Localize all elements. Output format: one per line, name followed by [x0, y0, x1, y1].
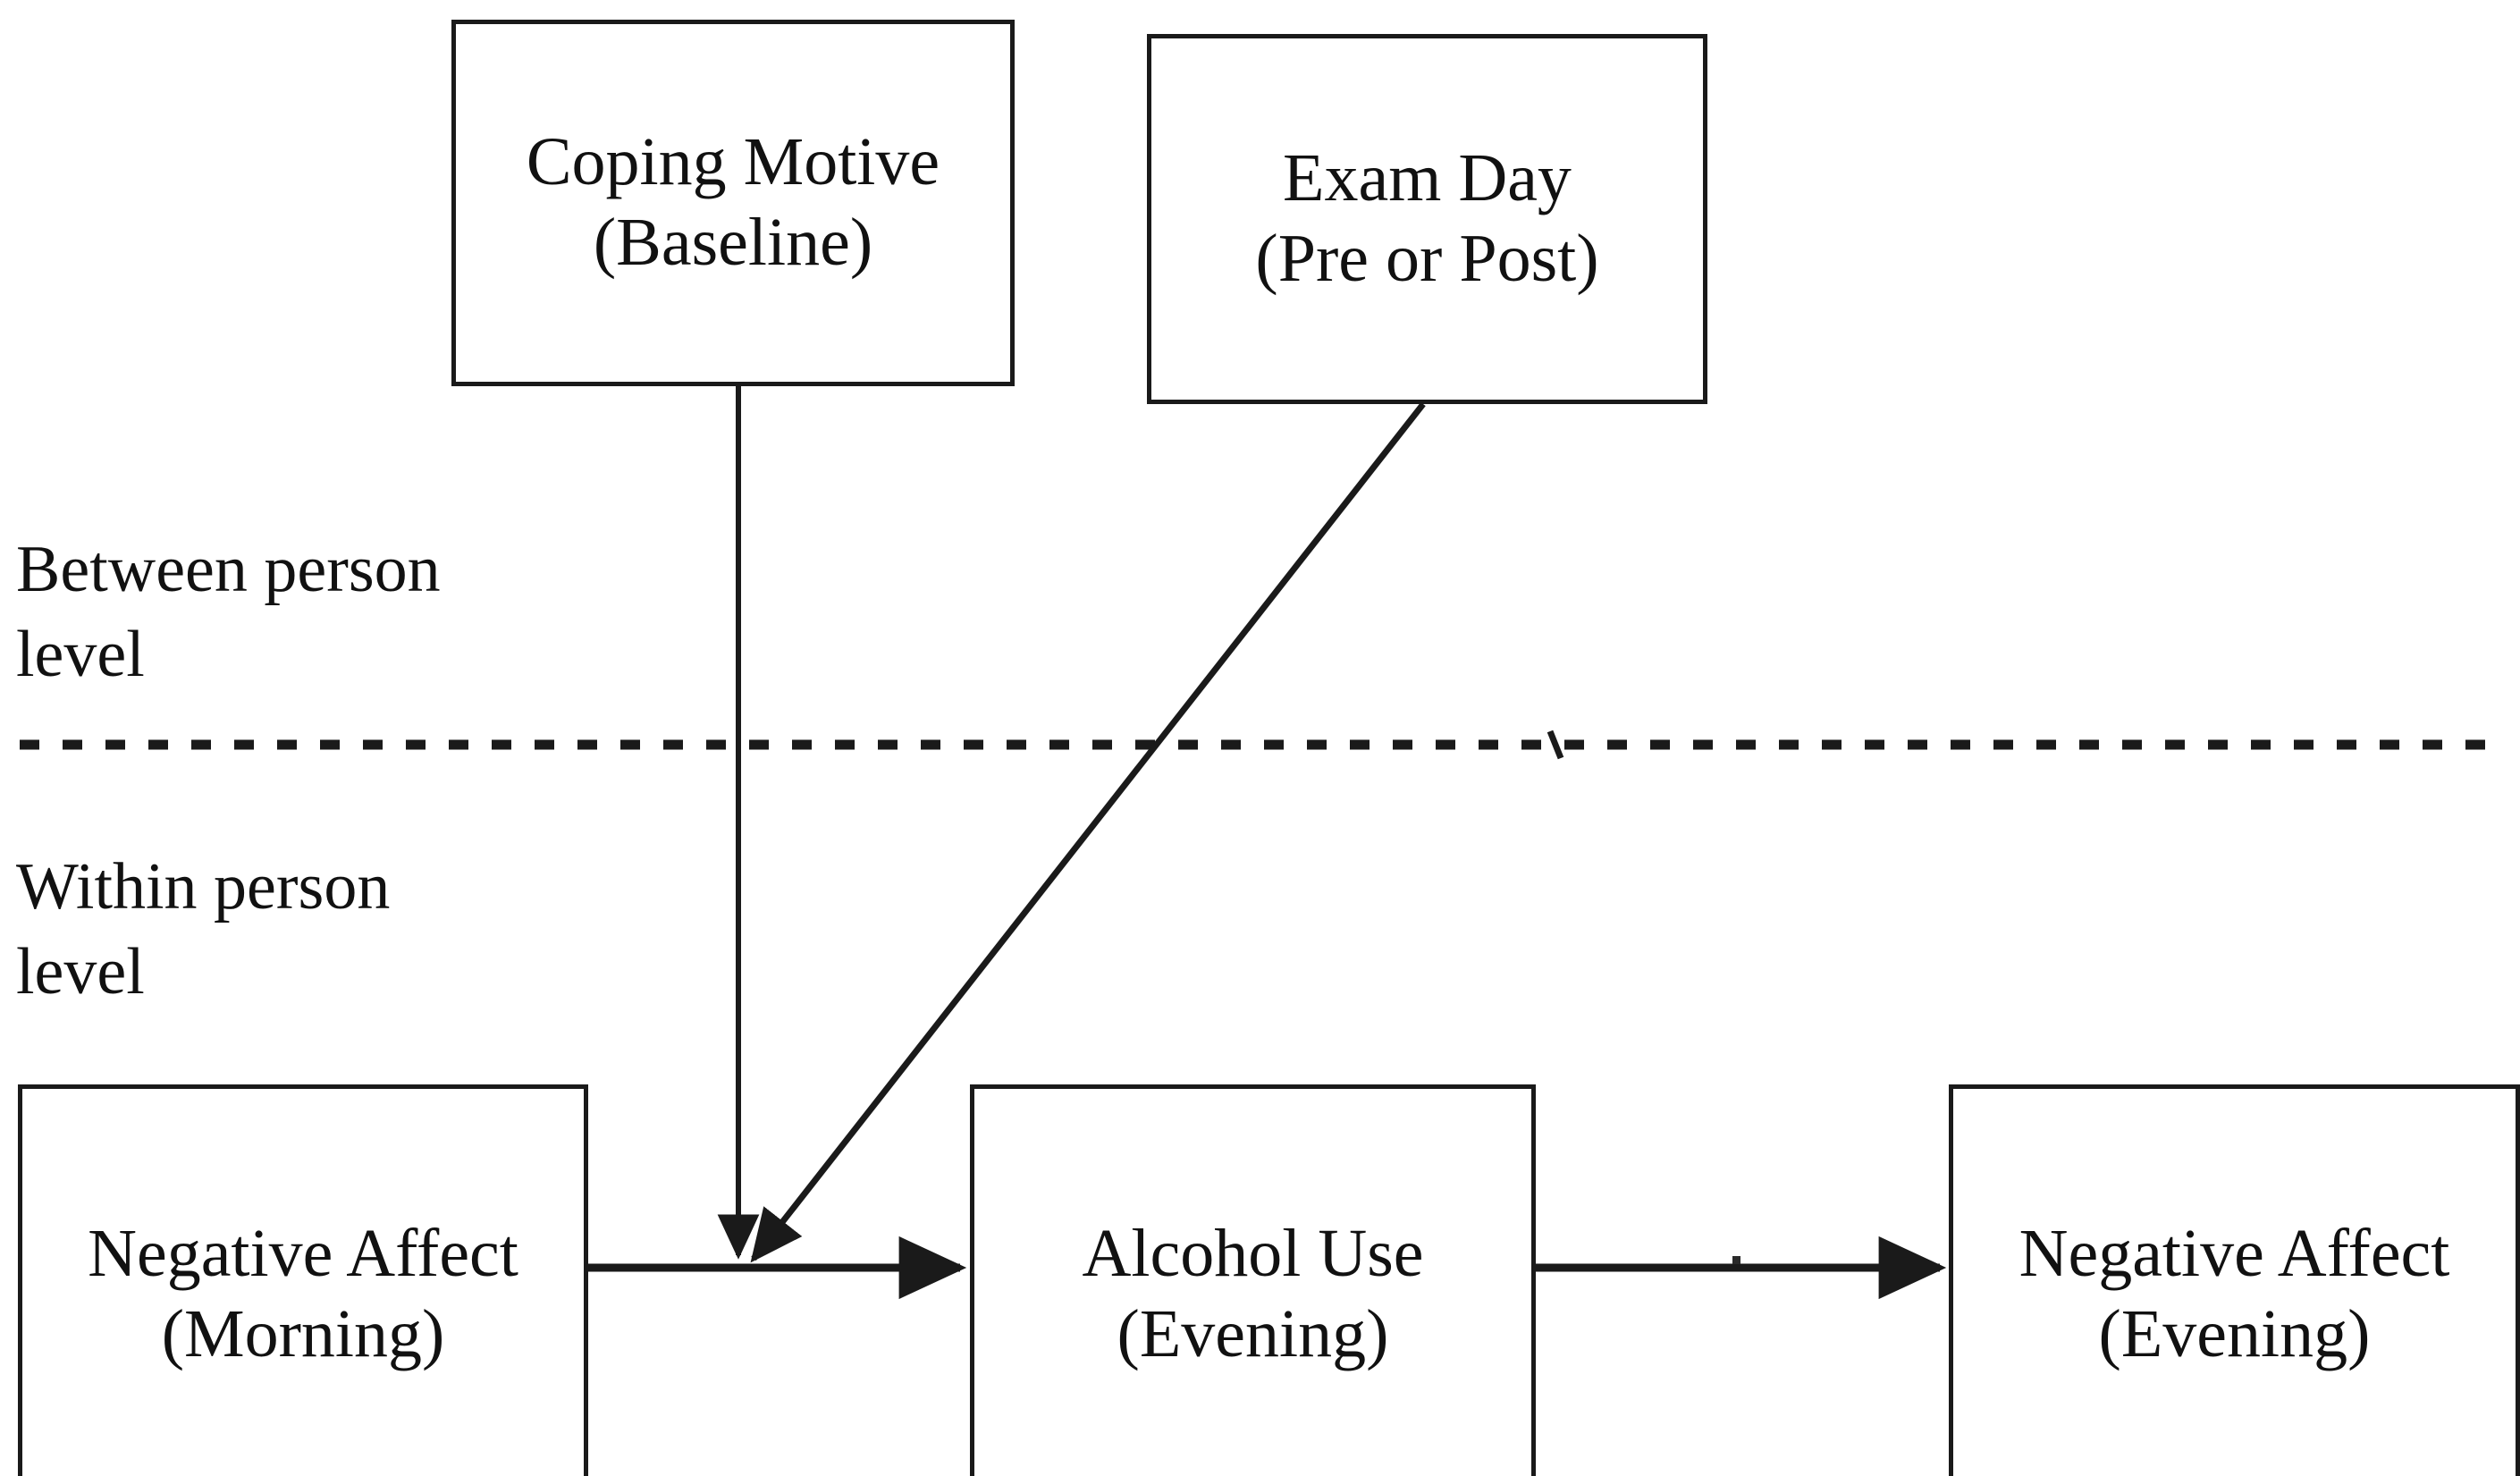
- node-negative-affect-morning-line2: (Morning): [161, 1296, 445, 1371]
- node-negative-affect-evening-line2: (Evening): [2098, 1296, 2371, 1371]
- node-coping-motive-line1: Coping Motive: [526, 124, 940, 200]
- edge-examday-to-path: [750, 401, 1426, 1263]
- node-negative-affect-morning-line1: Negative Affect: [88, 1216, 518, 1292]
- node-alcohol-use-evening-line1: Alcohol Use: [1082, 1216, 1424, 1292]
- node-exam-day-line2: (Pre or Post): [1255, 221, 1599, 296]
- between-person-level-label: Between person level: [16, 533, 441, 691]
- scan-speck-artifact-b: [1547, 730, 1564, 760]
- within-person-level-label: Within person level: [16, 850, 391, 1008]
- node-coping-motive-line2: (Baseline): [593, 205, 873, 280]
- node-alcohol-use-evening-line2: (Evening): [1117, 1296, 1389, 1371]
- node-negative-affect-evening-line1: Negative Affect: [2019, 1216, 2450, 1292]
- node-exam-day-line1: Exam Day: [1283, 140, 1572, 216]
- node-coping-motive[interactable]: Coping Motive (Baseline): [451, 20, 1015, 386]
- node-exam-day[interactable]: Exam Day (Pre or Post): [1147, 34, 1707, 404]
- node-negative-affect-evening[interactable]: Negative Affect (Evening): [1949, 1084, 2520, 1476]
- scan-speck-artifact-a: [1732, 1256, 1740, 1264]
- node-negative-affect-morning[interactable]: Negative Affect (Morning): [18, 1084, 588, 1476]
- node-alcohol-use-evening[interactable]: Alcohol Use (Evening): [970, 1084, 1536, 1476]
